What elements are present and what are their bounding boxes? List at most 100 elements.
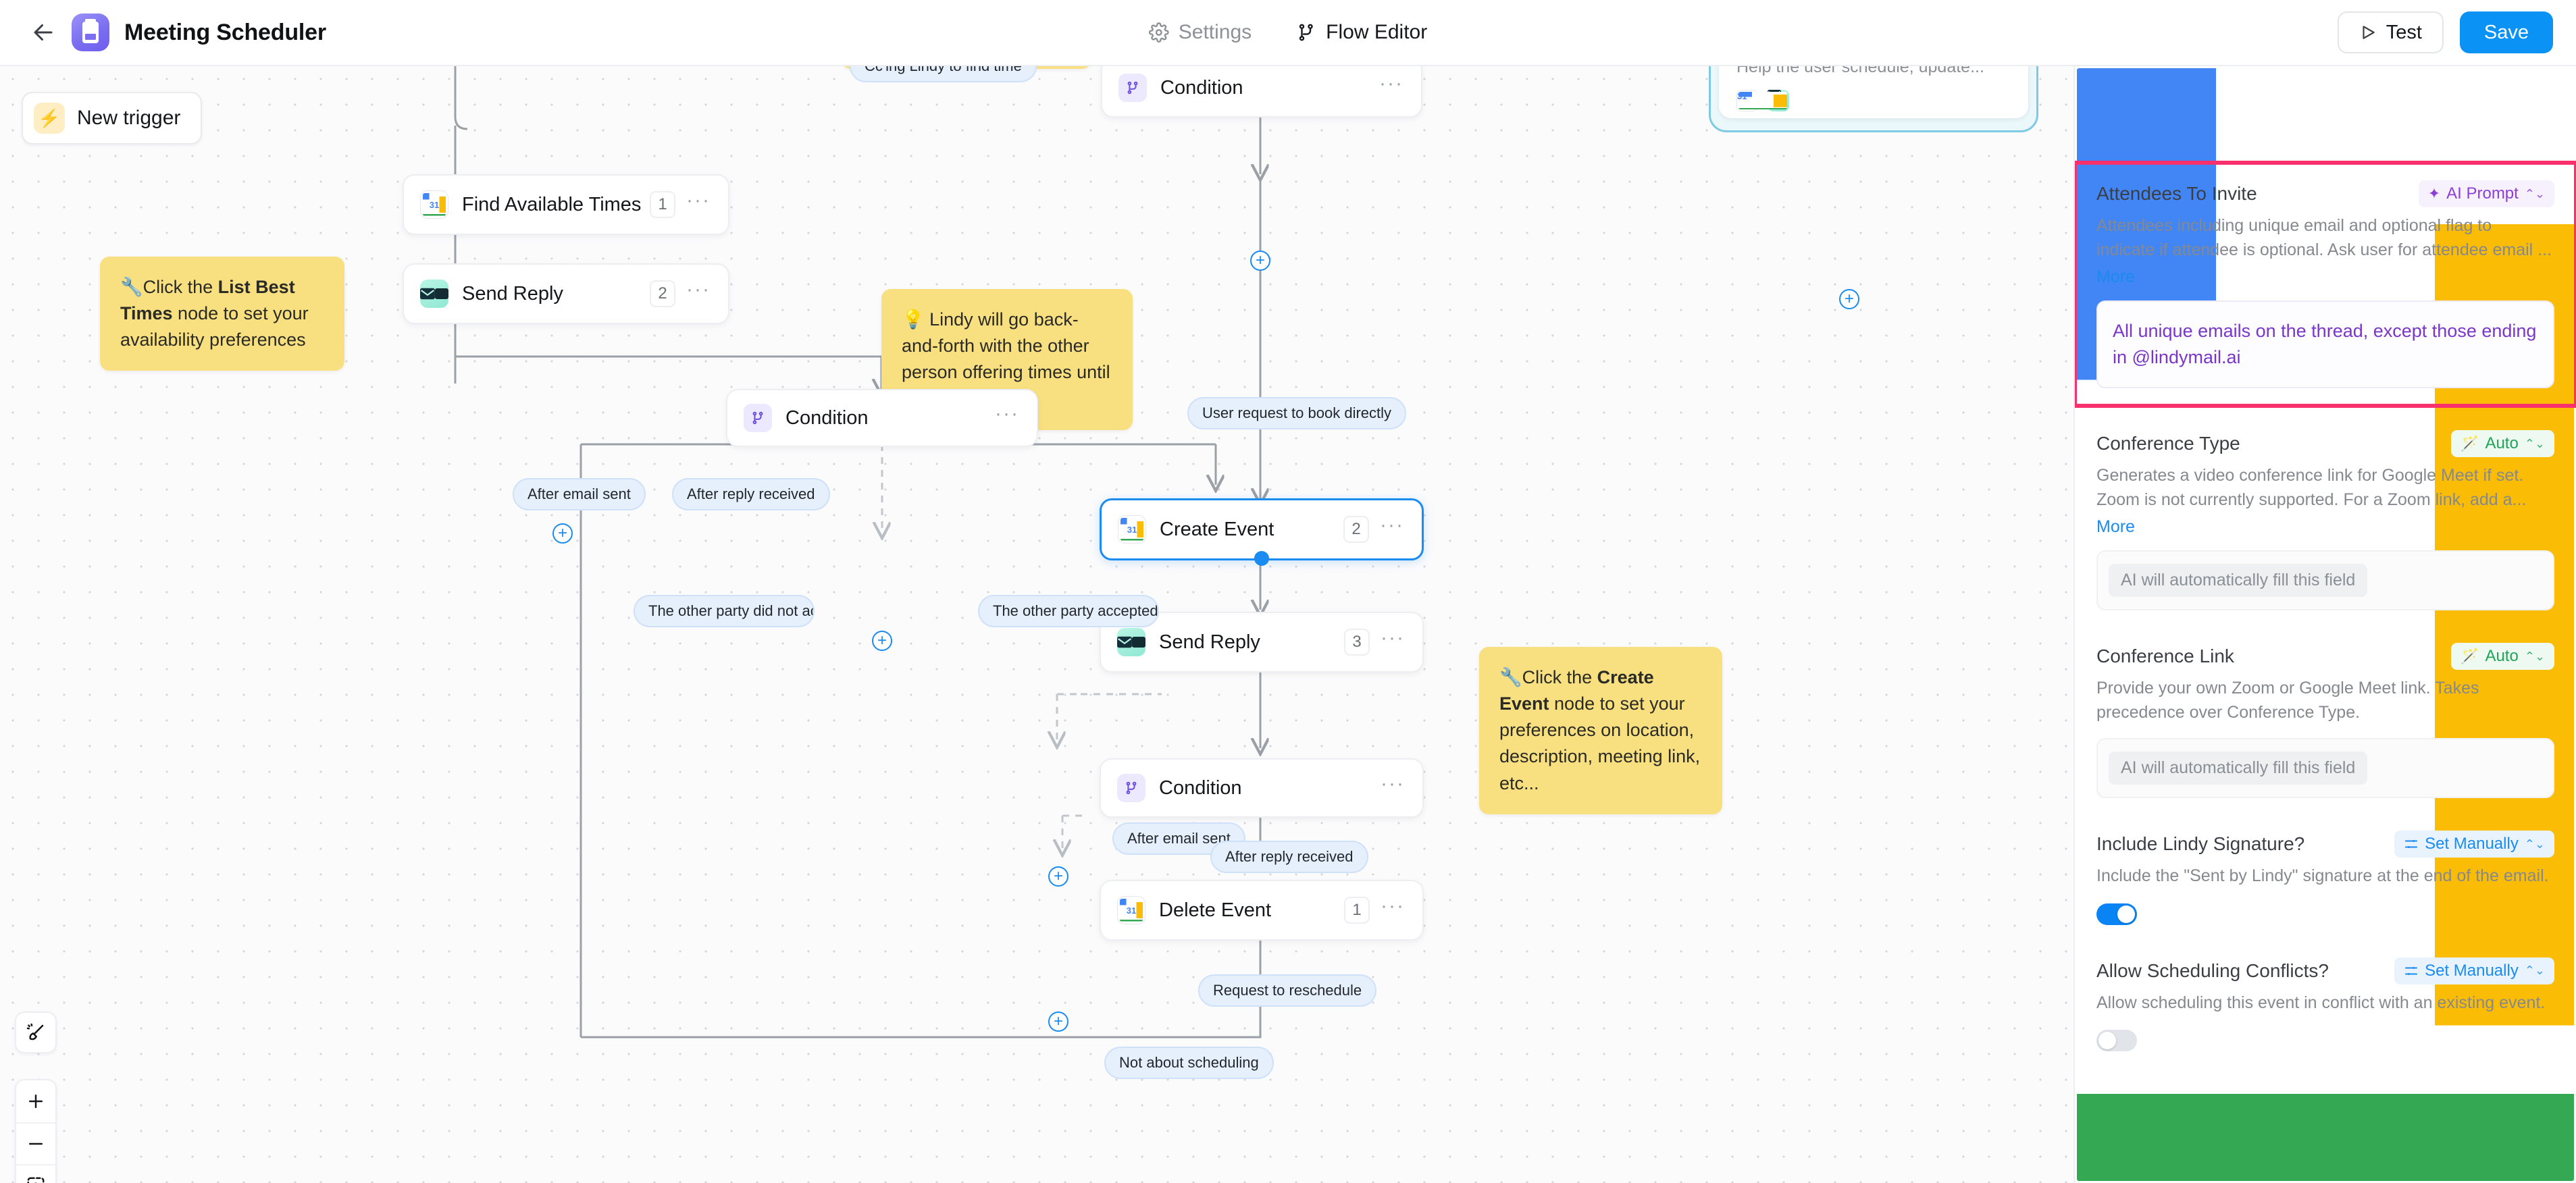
node-menu-icon[interactable]: ··· [686,278,711,300]
edge-label-other-party-accepted[interactable]: The other party accepted one tim [978,595,1159,627]
conference-type-input[interactable]: AI will automatically fill this field [2096,550,2554,611]
node-menu-icon[interactable]: ··· [1379,72,1403,95]
sticky-bold: Create Event [1499,667,1654,714]
include-lindy-signature-toggle[interactable] [2096,903,2137,925]
node-count-badge: 1 [650,191,676,218]
gmail-icon [420,280,448,308]
google-calendar-icon: 31 [1736,90,1758,111]
tab-flow-editor-label: Flow Editor [1326,21,1428,43]
node-menu-icon[interactable]: ··· [995,402,1019,425]
field-label: Allow Scheduling Conflicts? [2096,959,2329,981]
zoom-in-button[interactable] [16,1080,55,1122]
magic-wand-icon: 🪄 [2461,648,2479,665]
save-button[interactable]: Save [2459,11,2553,53]
mode-badge-set-manually[interactable]: Set Manually ⌃⌄ [2394,831,2554,858]
node-label: Create Event [1160,518,1274,540]
edge-label-after-email-sent-1[interactable]: After email sent [513,478,646,510]
node-count-badge: 1 [1344,897,1370,924]
add-node-plus-4[interactable]: + [872,631,892,651]
add-node-plus-1[interactable]: + [1250,251,1270,271]
more-link[interactable]: More [2096,517,2135,537]
node-menu-icon[interactable]: ··· [1381,895,1405,917]
field-header: Conference Link 🪄 Auto ⌃⌄ [2096,643,2554,671]
mode-badge-label: Set Manually [2425,835,2519,853]
node-menu-icon[interactable]: ··· [686,189,711,211]
sticky-note-list-best-times[interactable]: 🔧Click the List Best Times node to set y… [100,257,344,371]
add-node-plus-5[interactable]: + [1048,866,1068,887]
more-link[interactable]: More [2096,267,2135,286]
node-output-handle[interactable] [1254,551,1269,566]
play-icon [2363,26,2375,39]
edge-label-ccing-lindy[interactable]: Cc'ing Lindy to find time [850,66,1037,82]
google-calendar-icon: 31 [2096,89,2122,115]
node-send-reply-2[interactable]: Send Reply 3 ··· [1100,612,1424,673]
node-send-reply-1[interactable]: Send Reply 2 ··· [403,263,729,324]
node-settings-panel: 31 Google Calendar Create Event ··· Crea… [2073,66,2576,1183]
field-description: Generates a video conference link for Go… [2096,466,2527,509]
allow-scheduling-conflicts-toggle[interactable] [2096,1030,2137,1052]
node-count-badge: 2 [650,280,676,307]
node-find-available-times[interactable]: 31 Find Available Times 1 ··· [403,174,729,235]
node-condition-top[interactable]: Condition ··· [1101,66,1422,117]
mode-badge-auto[interactable]: 🪄 Auto ⌃⌄ [2451,430,2554,458]
field-description: Provide your own Zoom or Google Meet lin… [2096,679,2479,722]
ai-agent-card[interactable]: AI Agent Help the user schedule, update.… [1719,66,2028,118]
mode-badge-ai-prompt[interactable]: ✦ AI Prompt ⌃⌄ [2418,180,2554,207]
panel-header: 31 Google Calendar Create Event ··· [2075,66,2576,115]
field-allow-scheduling-conflicts: Allow Scheduling Conflicts? Set Manually… [2075,943,2576,1070]
sliders-icon [2405,966,2418,975]
node-delete-event[interactable]: 31 Delete Event 1 ··· [1100,880,1424,941]
node-condition-mid[interactable]: Condition ··· [726,389,1038,447]
add-node-plus-2[interactable]: + [1839,289,1859,309]
placeholder-chip: AI will automatically fill this field [2109,564,2368,598]
field-description: Allow scheduling this event in conflict … [2096,993,2546,1012]
condition-branch-icon [1118,74,1147,102]
ai-agent-tools: 31 [1736,90,1789,111]
edge-label-other-party-did-not-accept[interactable]: The other party did not accept an [634,595,815,627]
edge-label-not-about-scheduling[interactable]: Not about scheduling [1104,1047,1274,1079]
node-condition-bottom[interactable]: Condition ··· [1100,758,1424,818]
back-arrow-icon[interactable] [24,14,62,51]
fit-to-screen-button[interactable] [16,1164,55,1183]
test-button[interactable]: Test [2337,11,2444,53]
mode-badge-label: Set Manually [2425,961,2519,980]
zoom-out-button[interactable] [16,1122,55,1164]
sticky-bold: List Best Times [120,277,295,324]
edge-label-user-request-book-directly[interactable]: User request to book directly [1187,397,1407,429]
tab-flow-editor[interactable]: Flow Editor [1287,14,1437,51]
google-calendar-icon: 31 [1117,896,1145,924]
node-create-event[interactable]: 31 Create Event 2 ··· [1100,498,1424,566]
node-label: Delete Event [1159,899,1272,921]
mode-badge-auto[interactable]: 🪄 Auto ⌃⌄ [2451,643,2554,671]
flow-canvas[interactable]: ⚡ New trigger AI Agent Help the user sch… [0,66,2073,1183]
edge-label-request-to-reschedule[interactable]: Request to reschedule [1198,974,1377,1007]
top-bar: Meeting Scheduler Settings Flow Editor T… [0,0,2576,66]
attendees-prompt-input[interactable]: All unique emails on the thread, except … [2096,300,2554,389]
add-node-plus-6[interactable]: + [1048,1011,1068,1032]
lightning-bolt-icon: ⚡ [34,103,65,134]
conference-link-input[interactable]: AI will automatically fill this field [2096,738,2554,799]
field-header: Conference Type 🪄 Auto ⌃⌄ [2096,430,2554,458]
edge-label-after-reply-received-1[interactable]: After reply received [672,478,830,510]
gear-icon [1148,22,1169,43]
node-menu-icon[interactable]: ··· [1380,514,1404,536]
field-description: Include the "Sent by Lindy" signature at… [2096,866,2549,886]
node-menu-icon[interactable]: ··· [1381,627,1405,649]
tab-settings[interactable]: Settings [1139,14,1261,51]
magic-broom-icon[interactable] [15,1011,57,1053]
chevron-updown-icon: ⌃⌄ [2524,837,2545,851]
ai-agent-group[interactable]: AI Agent Help the user schedule, update.… [1709,66,2038,132]
add-node-plus-3[interactable]: + [552,523,573,544]
mode-badge-set-manually[interactable]: Set Manually ⌃⌄ [2394,957,2554,984]
sticky-prefix: 🔧Click the [1499,667,1597,687]
meeting-scheduler-app-icon [72,14,109,51]
tab-settings-label: Settings [1178,21,1252,43]
ai-agent-subtitle: Help the user schedule, update... [1736,66,1984,76]
node-menu-icon[interactable]: ··· [1381,772,1405,795]
sticky-note-create-event[interactable]: 🔧Click the Create Event node to set your… [1479,647,1722,814]
edge-label-after-reply-received-2[interactable]: After reply received [1210,841,1368,873]
google-calendar-icon: 31 [420,190,448,219]
top-bar-actions: Test Save [2337,11,2553,53]
sparkles-icon: ✦ [2427,185,2441,202]
new-trigger-button[interactable]: ⚡ New trigger [22,92,203,144]
